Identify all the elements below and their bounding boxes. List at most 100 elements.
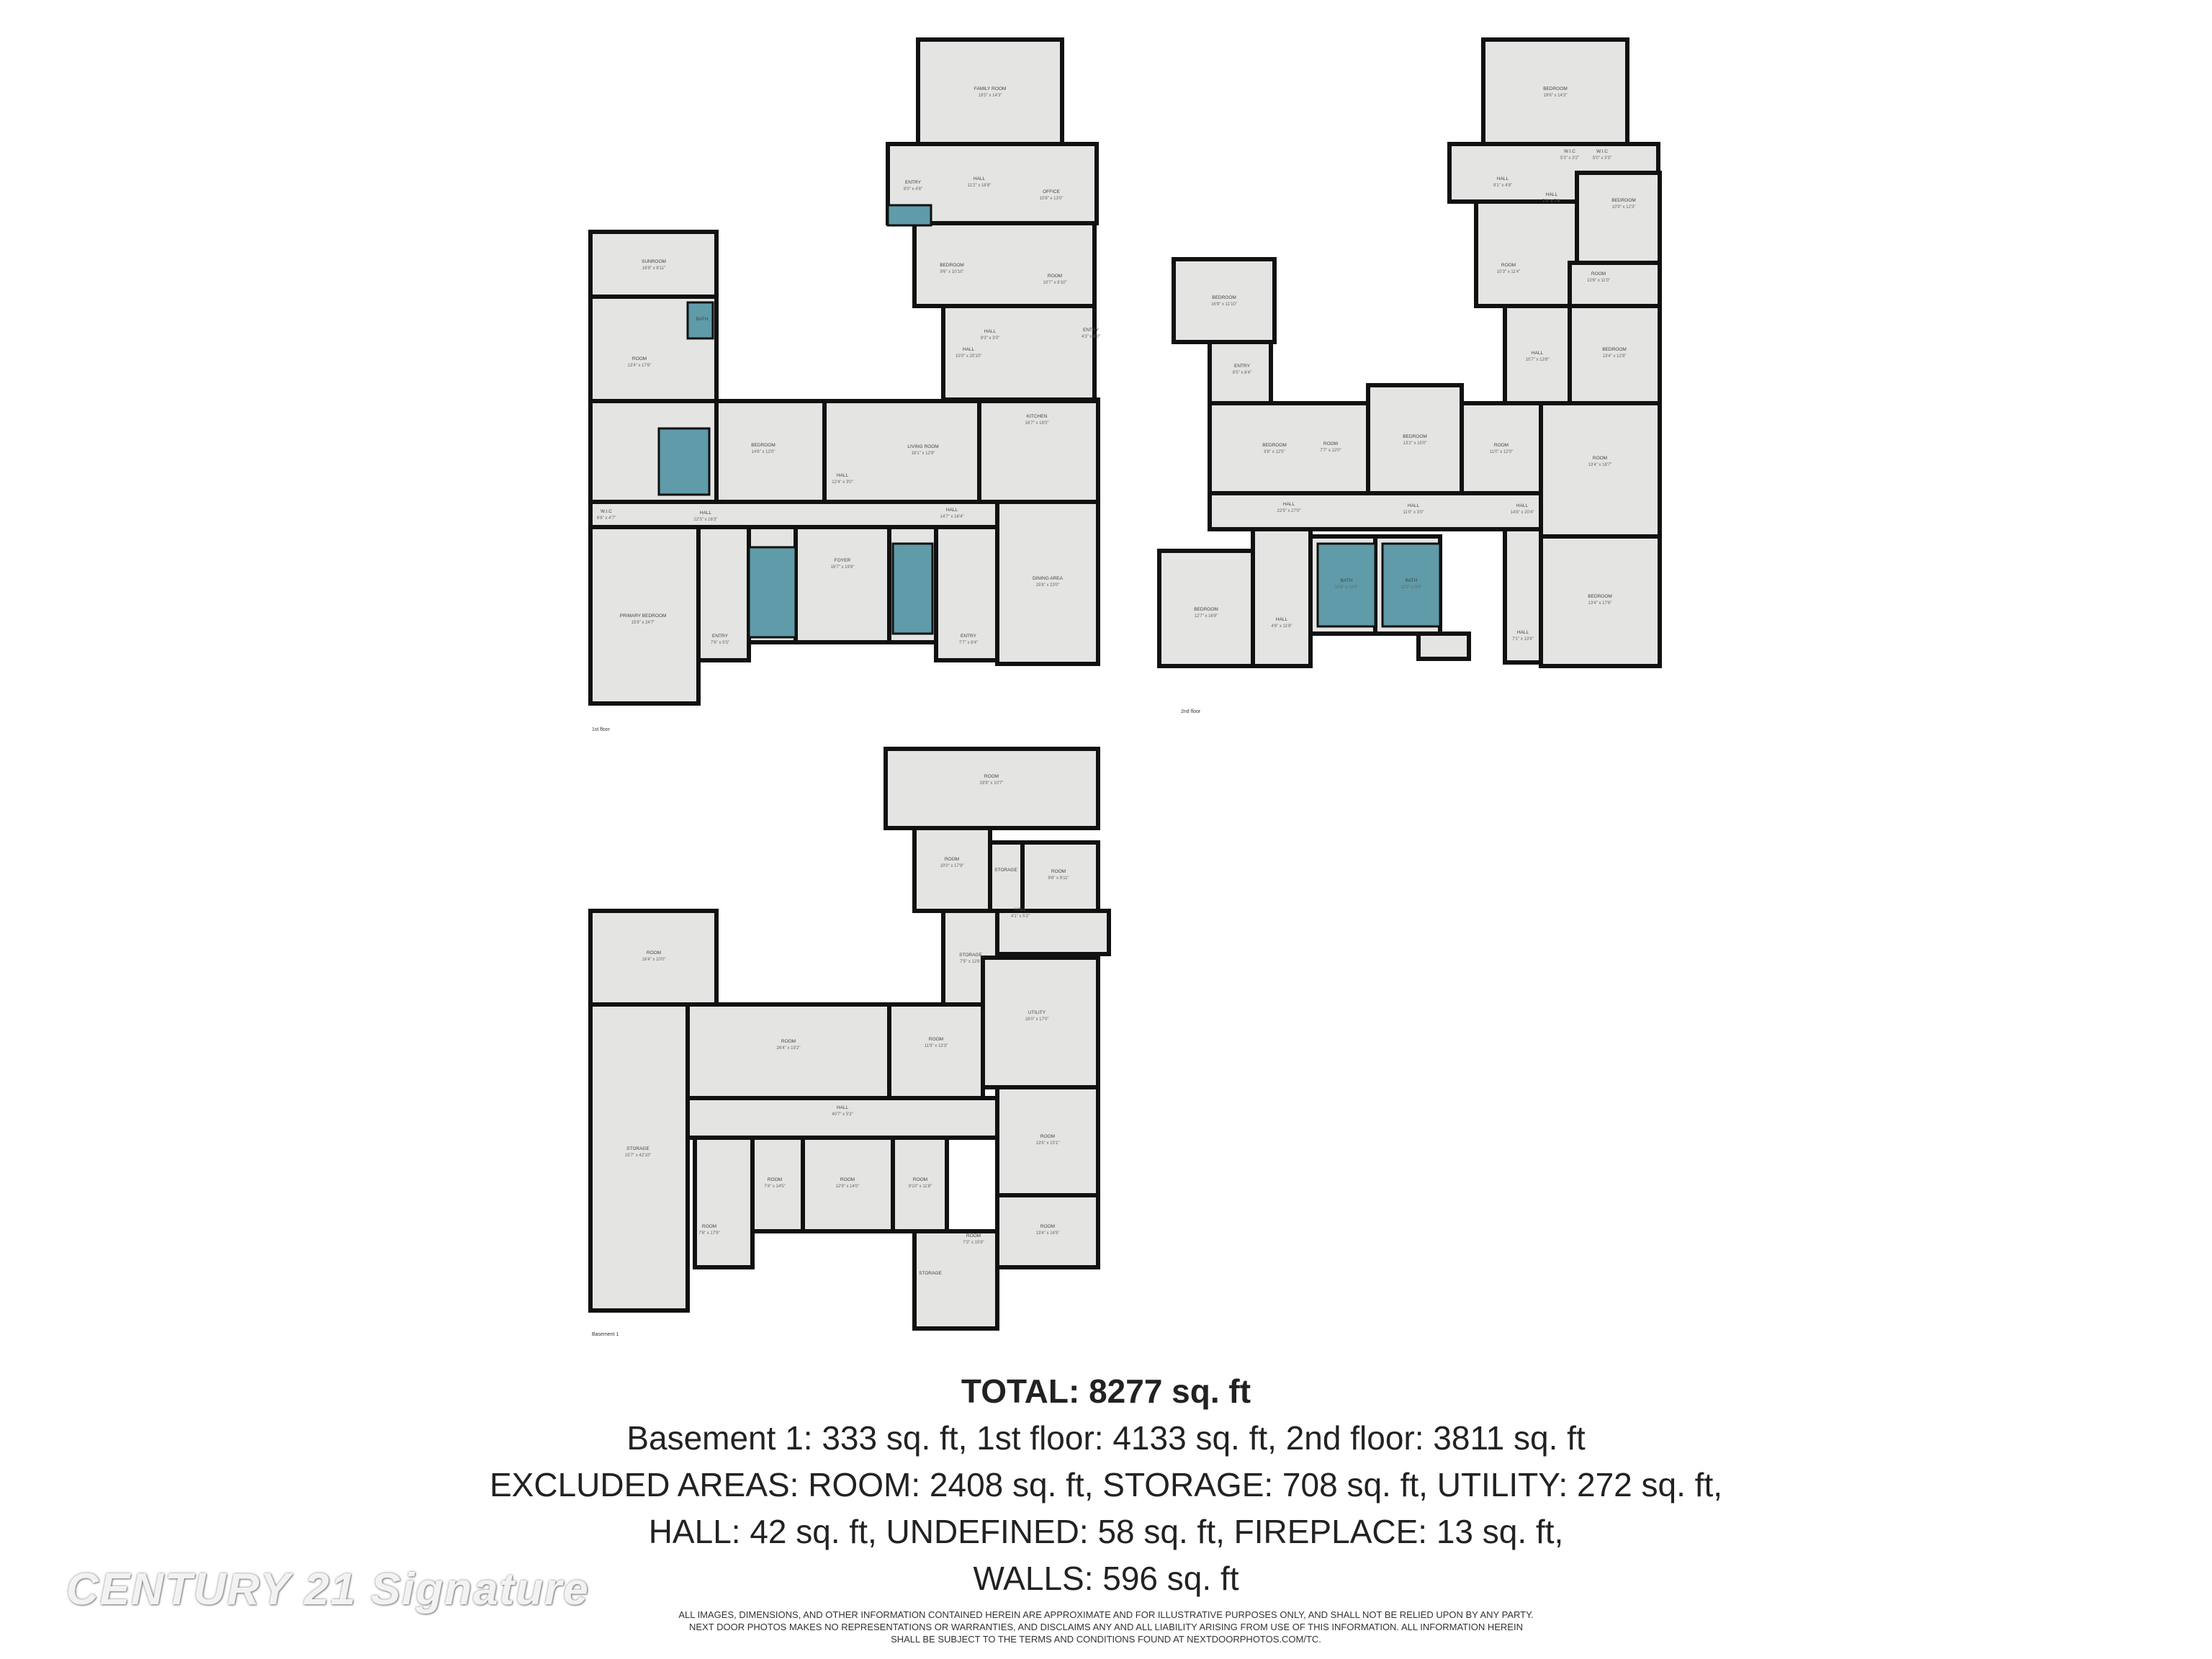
excluded-areas-1: EXCLUDED AREAS: ROOM: 2408 sq. ft, STORA… [489,1466,1723,1503]
room-dimension-label: 26'4" x 19'2" [777,1046,801,1051]
room-dimension-label: 12'9" x 14'0" [836,1184,860,1189]
room-name-label: ROOM [1591,271,1606,276]
room-name-label: BATH [1406,578,1418,583]
room-dimension-label: 16'7" x 18'0" [1025,421,1049,426]
room-name-label: ROOM [984,774,999,779]
room-name-label: BEDROOM [940,263,964,268]
room-dimension-label: 4'6" x 11'8" [1271,624,1292,629]
room-name-label: STORAGE [994,868,1017,873]
room-dimension-label: 7'5" x 12'8" [960,960,981,964]
room-dimension-label: 13'4" x 17'6" [628,364,652,368]
room-dimension-label: 14'8" x 20'4" [1511,511,1534,515]
room-name-label: ROOM [929,1037,943,1042]
room-dimension-label: 13'4" x 16'5" [1036,1231,1060,1236]
room-name-label: FOYER [835,558,851,563]
room-dimension-label: 13'6" x 15'1" [1036,1141,1060,1146]
room-dimension-label: 15'7" x 42'10" [625,1154,651,1158]
room-dimension-label: 6'6" x 4'7" [597,516,616,521]
floor-areas: Basement 1: 333 sq. ft, 1st floor: 4133 … [626,1419,1586,1457]
room-name-label: ROOM [840,1177,855,1182]
room-dimension-label: 13'2" x 15'0" [1403,441,1427,446]
room-dimension-label: 16'7" x 19'8" [831,565,855,570]
room-name-label: HALL [984,329,997,334]
room-dimension-label: 4'3" x 8'0" [1082,335,1100,339]
room-dimension-label: 12'4" x 3'0" [832,480,853,485]
room-name-label: STORAGE [626,1146,649,1151]
room-dimension-label: 16'9" x 8'11" [642,266,665,271]
room-dimension-label: 7'4" x 14'5" [764,1184,786,1189]
disclaimer-line: SHALL BE SUBJECT TO THE TERMS AND CONDIT… [891,1634,1321,1645]
first-floor-plan [588,37,1100,706]
room-dimension-label: 8'0" x 4'8" [904,187,922,192]
room-dimension-label: 7'6" x 17'9" [698,1231,720,1236]
room-name-label: BEDROOM [751,443,775,448]
room-name-label: W.I.C [601,509,612,514]
room-name-label: BEDROOM [1403,434,1427,439]
room-dimension-label: 10'0" x 20'10" [956,354,981,359]
room-name-label: BEDROOM [1543,86,1568,91]
disclaimer: ALL IMAGES, DIMENSIONS, AND OTHER INFORM… [0,1609,2212,1645]
floor-plan-drawing: 1st floor 2nd floor Basement 1 FAMILY RO… [588,37,1662,1337]
room-name-label: ROOM [1048,274,1062,279]
room-dimension-label: 15'8" x 23'0" [1036,583,1060,588]
room-dimension-label: 19'5" x 14'3" [979,94,1002,98]
room-dimension-label: 22'3" x 16'3" [694,518,718,522]
excluded-areas-3: WALLS: 596 sq. ft [973,1560,1239,1597]
room-name-label: HALL [1532,351,1544,356]
room-dimension-label: 7'6" x 5'5" [711,641,729,645]
room-name-label: W.I.C [1596,149,1608,154]
room-name-label: ENTRY [712,634,729,639]
room-name-label: STORAGE [959,953,982,958]
room-name-label: BEDROOM [1588,594,1612,599]
room-dimension-label: 29'8" x 10'7" [980,781,1004,786]
room-name-label: ENTRY [1234,364,1251,369]
room-name-label: ROOM [702,1224,716,1229]
room-name-label: KITCHEN [1027,414,1048,419]
room-name-label: HALL [946,508,958,513]
room-dimension-label: 12'7" x 16'8" [1195,614,1218,619]
room-name-label: HALL [1517,630,1529,635]
room-dimension-label: 16'9" x 11'10" [1211,302,1237,307]
disclaimer-line: NEXT DOOR PHOTOS MAKES NO REPRESENTATION… [689,1622,1523,1632]
room-dimension-label: 10'7" x 8'10" [1043,281,1067,285]
room-dimension-label: 7'7" x 12'0" [1320,449,1341,453]
room-dimension-label: 15'8" x 24'7" [631,621,655,625]
room-dimension-label: 18'0" x 17'0" [1025,1017,1049,1022]
room-name-label: ROOM [632,356,647,361]
room-dimension-label: 5'0" x 3'3" [1593,156,1611,161]
room-name-label: ROOM [945,857,959,862]
room-dimension-label: 9'6" x 9'11" [1048,876,1069,881]
room-dimension-label: 7'0" x 7'0" [1542,199,1561,204]
first-floor-label: 1st floor [592,727,611,732]
room-name-label: HALL [1283,502,1295,507]
room-dimension-label: 7'7" x 8'4" [959,641,978,645]
room-dimension-label: 9'10" x 11'8" [909,1184,932,1189]
second-floor-label: 2nd floor [1181,709,1201,714]
room-dimension-label: 11'9" x 13'3" [925,1044,948,1048]
room-dimension-label: 14'6" x 12'0" [752,450,775,454]
room-dimension-label: 13'4" x 18'7" [1588,463,1612,467]
room-dimension-label: 11'0" x 3'0" [1403,511,1424,515]
disclaimer-line: ALL IMAGES, DIMENSIONS, AND OTHER INFORM… [678,1609,1534,1620]
room-dimension-label: 11'2" x 18'8" [968,184,991,188]
room-name-label: HALL [837,473,849,478]
room-dimension-label: 12'2" x 9'4" [1401,585,1422,590]
room-name-label: HALL [974,176,986,181]
room-name-label: BEDROOM [1212,295,1236,300]
room-name-label: W.I.C [1564,149,1575,154]
room-name-label: PRIMARY BEDROOM [620,613,667,619]
room-dimension-label: 7'3" x 15'9" [963,1241,984,1245]
room-name-label: HALL [1276,617,1288,622]
room-dimension-label: 10'3" x 11'4" [1497,270,1520,274]
room-name-label: HALL [963,347,975,352]
room-dimension-label: 10'7" x 13'8" [1526,358,1550,362]
room-dimension-label: 9'6" x 10'10" [940,270,964,274]
room-name-label: ENTRY [905,180,922,185]
room-dimension-label: 5'3" x 3'2" [1560,156,1579,161]
room-name-label: BATH [696,317,709,322]
room-name-label: HALL [1516,503,1529,508]
basement-label: Basement 1 [592,1332,619,1337]
room-name-label: ROOM [1501,263,1516,268]
room-name-label: BEDROOM [1611,198,1636,203]
room-name-label: ROOM [647,950,661,956]
